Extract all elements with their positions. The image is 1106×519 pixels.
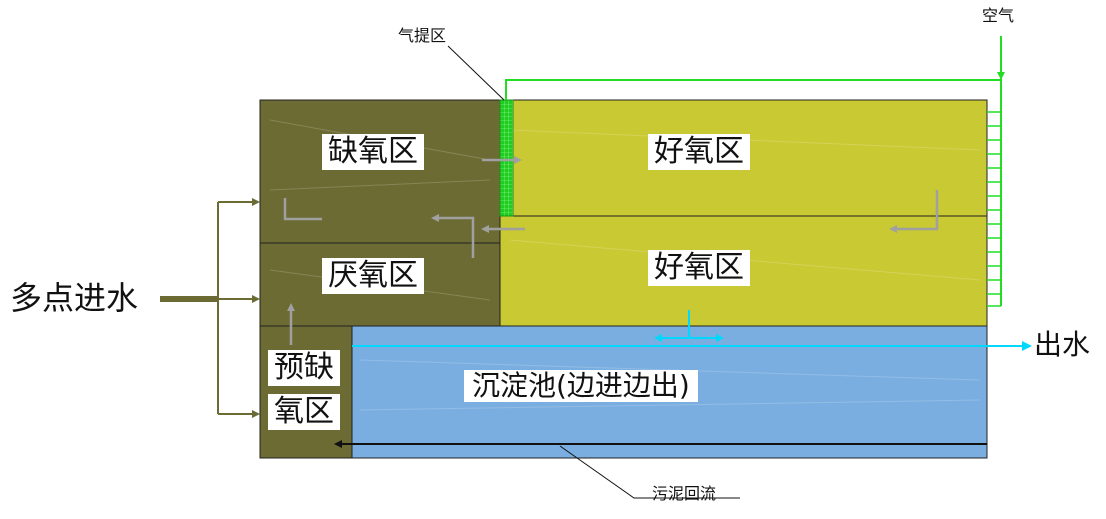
sludge-return-leader-line [559,445,740,499]
inflow-branches [217,201,254,415]
airlift-zone [499,99,514,217]
label-anoxic-top: 缺氧区 [322,134,424,170]
air-supply-line [505,36,1002,306]
label-airlift: 气提区 [398,26,447,45]
label-clarifier: 沉淀池(边进边出) [464,370,698,402]
airlift-leader-line [447,45,505,101]
label-pre-anoxic-2: 氧区 [268,394,340,430]
inflow-arrowheads [252,198,260,418]
label-aerobic-top: 好氧区 [648,134,750,170]
label-inflow: 多点进水 [10,279,139,317]
outflow-arrowhead [1022,341,1032,351]
air-arrowhead [997,72,1005,80]
diffuser-ticks [987,111,1001,307]
internal-flow-arrows [283,158,939,345]
label-air: 空气 [982,6,1015,25]
clarifier-inlet [656,310,722,339]
label-aerobic-bottom: 好氧区 [648,250,750,286]
sludge-arrowhead [334,440,342,448]
inflow-pipe [160,296,218,302]
label-outflow: 出水 [1034,328,1091,361]
clarifier-inlet-arrowheads [654,334,724,342]
pre-anoxic-zone [259,325,353,459]
label-anaerobic: 厌氧区 [322,258,424,294]
label-sludge-return: 污泥回流 [652,484,717,503]
label-pre-anoxic-1: 预缺 [268,350,340,386]
anoxic-zone [259,99,501,244]
internal-flow-arrowheads [287,156,897,311]
